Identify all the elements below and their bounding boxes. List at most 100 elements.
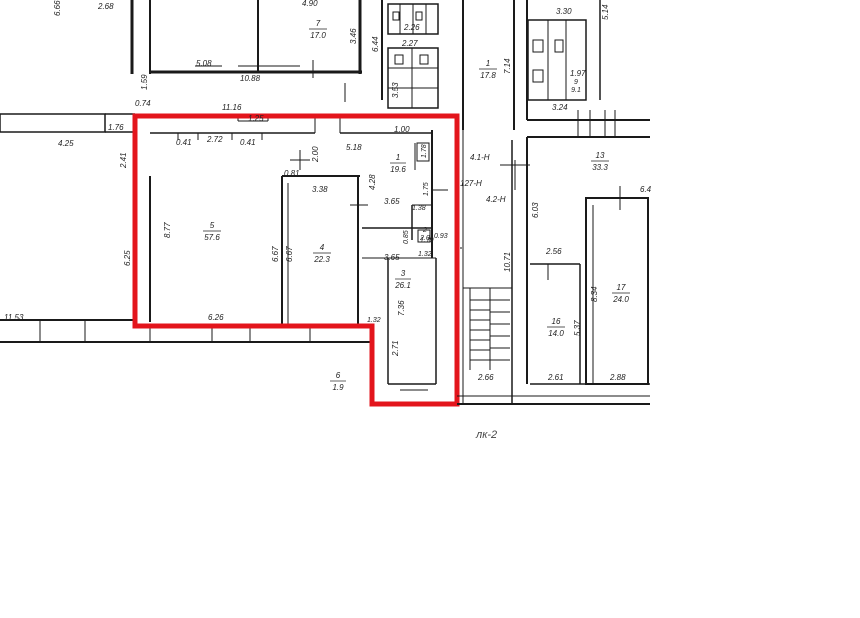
dim-label: 0.41: [240, 138, 256, 147]
dim-label: 3.38: [312, 185, 328, 194]
dim-label: 10.71: [503, 252, 512, 272]
dim-label: 0.74: [135, 99, 151, 108]
room-number: 16: [552, 317, 561, 326]
wc-block: [387, 0, 601, 109]
dim-label: 3.65: [384, 197, 400, 206]
dim-label: 1.32: [367, 317, 381, 324]
room-number: 9: [574, 79, 578, 86]
dim-label: 2.00: [311, 146, 320, 163]
dim-label: 0.85: [403, 230, 410, 244]
dim-label: 2.66: [477, 373, 494, 382]
dim-label: 0.93: [434, 233, 448, 240]
dim-label: 6.66: [53, 0, 62, 16]
dim-label: 1.38: [412, 205, 426, 212]
dim-label: 7.14: [503, 58, 512, 74]
dim-label: 2.26: [403, 23, 420, 32]
unit-walls: [149, 116, 448, 391]
room-area: 9.1: [571, 87, 581, 94]
room-area: 17.8: [480, 71, 496, 80]
room-r9: 9 9.1: [571, 79, 581, 94]
dim-label: 6.25: [123, 250, 132, 266]
zone-code: 4.1-H: [470, 153, 490, 162]
dim-label: 7.36: [397, 300, 406, 316]
room-number: 5: [210, 221, 215, 230]
room-area: 14.0: [548, 329, 564, 338]
dim-label: 3.46: [349, 28, 358, 44]
room-r2: 2 2.0: [419, 227, 430, 242]
dim-label: 2.88: [609, 373, 626, 382]
dim-label: 3.30: [556, 7, 572, 16]
dim-label: 2.27: [401, 39, 418, 48]
room-r1b: 1 17.8: [479, 59, 497, 80]
dim-label: 1.25: [248, 114, 264, 123]
dim-label: 2.72: [206, 135, 223, 144]
dim-label: 1.19: [420, 237, 434, 244]
room-area: 33.3: [592, 163, 608, 172]
dim-label: 2.68: [97, 2, 114, 11]
room-number: 3: [401, 269, 406, 278]
room-r6: 6 1.9: [330, 371, 346, 392]
highlighted-unit-outline: [132, 113, 460, 407]
zone-code: 127-H: [460, 179, 482, 188]
dim-label: 6.67: [285, 246, 294, 262]
room-number: 6: [336, 371, 341, 380]
room-area: 1.9: [332, 383, 344, 392]
room-number: 2: [422, 227, 427, 234]
dimension-labels: 6.66 2.68 4.90 3.46 5.08 10.88 1.59 0.74…: [4, 0, 652, 382]
dim-label: 11.16: [222, 103, 242, 112]
room-area: 26.1: [394, 281, 411, 290]
dim-label: 5.08: [196, 59, 212, 68]
dim-label: 6.67: [271, 246, 280, 262]
room-area: 2.0: [419, 235, 430, 242]
right-wing: [526, 0, 650, 397]
dim-label: 5.37: [573, 320, 582, 336]
dim-label: 5.18: [346, 143, 362, 152]
room-r13: 13 33.3: [591, 151, 609, 172]
dim-label: 1.75: [423, 182, 430, 196]
dim-label: 2.71: [391, 340, 400, 357]
dim-label: 3.65: [384, 253, 400, 262]
dim-label: 5.14: [601, 4, 610, 20]
room-r17: 17 24.0: [612, 283, 630, 304]
room-area: 24.0: [612, 295, 629, 304]
dim-label: 8.77: [163, 222, 172, 238]
dim-label: 6.44: [371, 36, 380, 52]
dim-label: 11.53: [4, 313, 24, 322]
dim-label: 6.4: [640, 185, 652, 194]
room-number: 13: [596, 151, 605, 160]
upper-walls: [130, 0, 383, 102]
dim-label: 2.41: [119, 152, 128, 169]
dim-label: 3.53: [391, 82, 400, 98]
dim-label: 3.24: [552, 103, 568, 112]
room-number: 7: [316, 19, 321, 28]
room-number: 1: [486, 59, 490, 68]
dim-label: 6.26: [208, 313, 224, 322]
dim-label: 8.34: [590, 286, 599, 302]
dim-label: 1.78: [421, 144, 428, 158]
dim-label: 10.88: [240, 74, 261, 83]
room-area: 22.3: [313, 255, 330, 264]
room-area: 17.0: [310, 31, 326, 40]
dim-label: 1.00: [394, 125, 410, 134]
room-r5: 5 57.6: [203, 221, 221, 242]
room-number: 1: [396, 153, 400, 162]
dim-label: 2.56: [545, 247, 562, 256]
dim-label: 0.41: [176, 138, 192, 147]
dim-label: 4.25: [58, 139, 74, 148]
room-area: 57.6: [204, 233, 220, 242]
zone-code: 4.2-H: [486, 195, 506, 204]
room-number: 4: [320, 243, 325, 252]
dim-label: 1.59: [140, 74, 149, 90]
room-r16: 16 14.0: [547, 317, 565, 338]
room-r4: 4 22.3: [313, 243, 331, 264]
dim-label: 2.61: [547, 373, 564, 382]
dim-label: 4.28: [368, 174, 377, 190]
dim-label: 0.81: [284, 169, 300, 178]
sheet-note: лк-2: [475, 429, 497, 441]
left-corridor: [0, 113, 372, 343]
dim-label: 4.90: [302, 0, 318, 8]
room-r1: 1 19.6: [390, 153, 406, 174]
dim-label: 1.76: [108, 123, 124, 132]
room-r7: 7 17.0: [309, 19, 327, 40]
